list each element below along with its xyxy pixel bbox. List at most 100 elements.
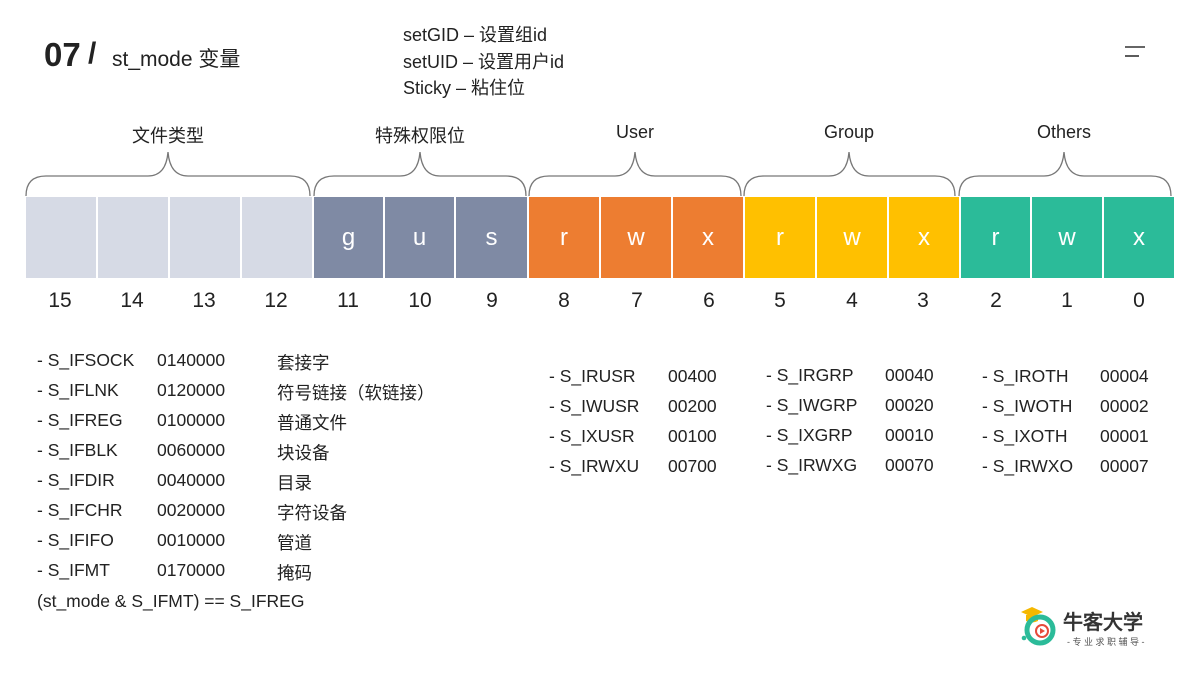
bit-number-2: 2: [990, 289, 1002, 312]
menu-icon[interactable]: [1125, 45, 1147, 64]
bit-cell-9: s: [456, 197, 527, 278]
macro-value: 00700: [668, 456, 717, 476]
bit-cell-1: w: [1032, 197, 1102, 278]
macro-name: - S_IWOTH: [982, 396, 1073, 416]
bit-number-14: 14: [120, 289, 144, 312]
macro-name: - S_IFDIR: [37, 470, 115, 490]
title-slash: /: [88, 37, 97, 70]
bit-cell-15: [26, 197, 96, 278]
brace-user: [528, 151, 742, 197]
macro-desc: 字符设备: [277, 503, 347, 523]
macro-name: - S_IFCHR: [37, 500, 123, 520]
brace-group: [743, 151, 956, 197]
logo-name: 牛客大学: [1063, 612, 1143, 634]
macro-desc: 掩码: [277, 563, 312, 583]
bit-cell-11: g: [314, 197, 383, 278]
macro-name: - S_IXUSR: [549, 426, 635, 446]
bit-cell-7: w: [601, 197, 671, 278]
macro-name: - S_IRWXG: [766, 455, 858, 475]
macro-name: - S_IWUSR: [549, 396, 640, 416]
macro-name: - S_IFSOCK: [37, 350, 135, 370]
bit-cell-2: r: [961, 197, 1030, 278]
bit-cell-14: [98, 197, 168, 278]
macro-name: - S_IRGRP: [766, 365, 854, 385]
bit-number-0: 0: [1133, 289, 1145, 312]
logo: 牛客大学 - 专 业 求 职 辅 导 -: [1018, 604, 1145, 653]
group-label-special-bits: 特殊权限位: [375, 126, 465, 146]
bit-number-1: 1: [1061, 289, 1073, 312]
macro-value: 0120000: [157, 380, 226, 400]
bit-number-10: 10: [408, 289, 432, 312]
bit-number-12: 12: [264, 289, 288, 312]
macro-name: - S_IFLNK: [37, 380, 119, 400]
group-label-group: Group: [823, 122, 875, 142]
macro-value: 0060000: [157, 440, 226, 460]
macro-desc: 块设备: [277, 443, 330, 463]
logo-icon: [1021, 607, 1056, 646]
macro-value: 0010000: [157, 530, 226, 550]
bit-number-6: 6: [703, 289, 715, 312]
bit-cell-6: x: [673, 197, 743, 278]
bit-number-3: 3: [917, 289, 929, 312]
macro-desc: 符号链接（软链接）: [277, 383, 435, 403]
macro-value: 00007: [1100, 456, 1149, 476]
macro-name: - S_IRWXU: [549, 456, 640, 476]
macro-value: 00070: [885, 455, 934, 475]
macro-value: 0100000: [157, 410, 226, 430]
logo-tagline: - 专 业 求 职 辅 导 -: [1067, 637, 1145, 647]
notes-block: setGID – 设置组id setUID – 设置用户id Sticky – …: [403, 22, 564, 102]
bit-number-7: 7: [631, 289, 643, 312]
bit-cell-4: w: [817, 197, 887, 278]
group-label-user: User: [615, 122, 654, 142]
macro-name: - S_IFIFO: [37, 530, 114, 550]
macro-value: 00020: [885, 395, 934, 415]
bit-number-13: 13: [192, 289, 216, 312]
brace-file-type: [25, 151, 311, 197]
macro-value: 00010: [885, 425, 934, 445]
bit-number-11: 11: [337, 289, 359, 312]
macro-name: - S_IRWXO: [982, 456, 1074, 476]
macro-desc: 目录: [277, 473, 312, 493]
macro-value: 00001: [1100, 426, 1149, 446]
slide-title: st_mode 变量: [112, 48, 241, 71]
group-label-file-type: 文件类型: [132, 126, 204, 146]
brace-others: [958, 151, 1172, 197]
macro-value: 0040000: [157, 470, 226, 490]
group-braces: [25, 151, 1172, 197]
bit-number-4: 4: [846, 289, 858, 312]
bit-cell-12: [242, 197, 312, 278]
bit-number-5: 5: [774, 289, 786, 312]
bit-cell-3: x: [889, 197, 959, 278]
macro-value: 0020000: [157, 500, 226, 520]
bit-number-8: 8: [558, 289, 570, 312]
macro-name: - S_IWGRP: [766, 395, 858, 415]
group-label-others: Others: [1036, 122, 1092, 142]
slide-number: 07: [44, 36, 81, 73]
macro-value: 00100: [668, 426, 717, 446]
macro-name: - S_IRUSR: [549, 366, 636, 386]
macro-value: 0140000: [157, 350, 226, 370]
note-setuid: setUID – 设置用户id: [403, 51, 565, 72]
bit-cell-13: [170, 197, 240, 278]
macro-name: - S_IFMT: [37, 560, 110, 580]
macro-desc: 普通文件: [277, 413, 347, 433]
macro-value: 00040: [885, 365, 934, 385]
bit-cell-10: u: [385, 197, 454, 278]
macro-value: 00400: [668, 366, 717, 386]
macro-name: - S_IROTH: [982, 366, 1069, 386]
macro-desc: 管道: [277, 533, 312, 553]
macro-value: 00004: [1100, 366, 1149, 386]
bit-cell-5: r: [745, 197, 815, 278]
macro-desc: 套接字: [277, 353, 330, 373]
macro-value: 00200: [668, 396, 717, 416]
macro-name: - S_IFBLK: [37, 440, 118, 460]
macro-name: - S_IXGRP: [766, 425, 853, 445]
bit-number-9: 9: [486, 289, 498, 312]
brace-special-bits: [313, 151, 527, 197]
macro-name: - S_IXOTH: [982, 426, 1068, 446]
macro-value: 0170000: [157, 560, 226, 580]
bit-number-15: 15: [48, 289, 72, 312]
bit-cell-0: x: [1104, 197, 1174, 278]
note-sticky: Sticky – 粘住位: [403, 78, 526, 98]
mask-expression: (st_mode & S_IFMT) == S_IFREG: [37, 591, 305, 611]
